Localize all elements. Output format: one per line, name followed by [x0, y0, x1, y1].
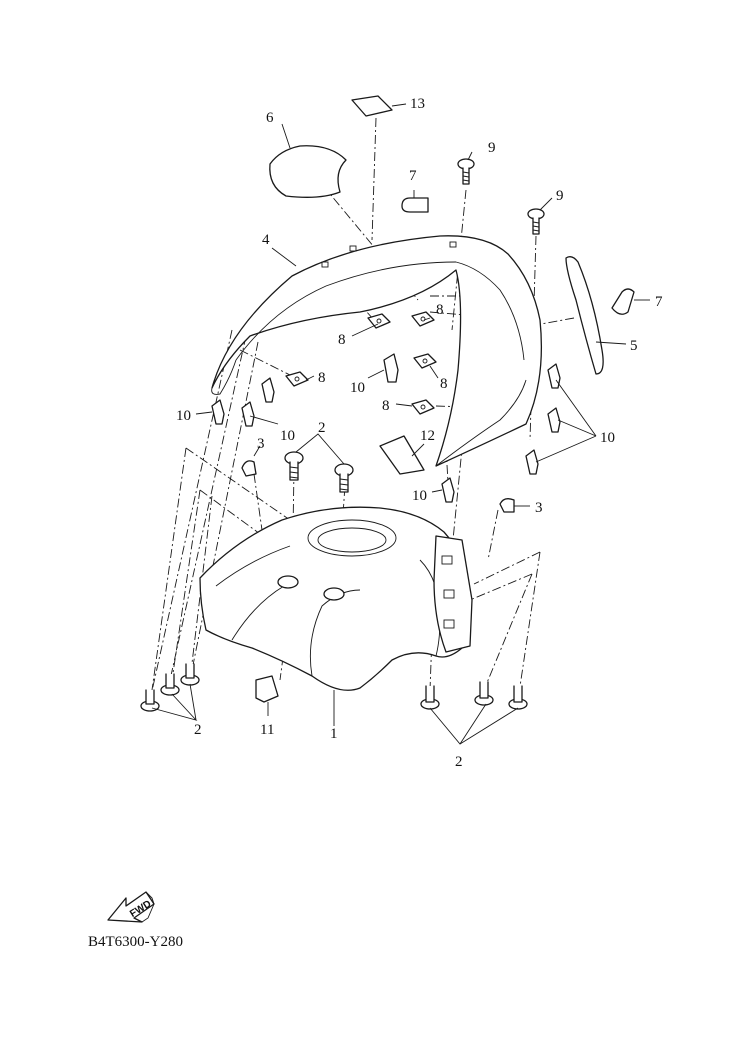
- callout-5: 5: [630, 338, 638, 354]
- callout-9-left: 9: [488, 140, 496, 156]
- callout-10-left: 10: [176, 408, 191, 424]
- callout-2-lower-right: 2: [455, 754, 463, 770]
- callout-8-e: 8: [382, 398, 390, 414]
- callout-8-a: 8: [338, 332, 346, 348]
- callout-4: 4: [262, 232, 270, 248]
- callout-9-right: 9: [556, 188, 564, 204]
- callout-1: 1: [330, 726, 338, 742]
- part-5-side-strip: [565, 256, 604, 375]
- diagram-code: B4T6300-Y280: [88, 934, 183, 950]
- callout-7-right: 7: [655, 294, 663, 310]
- part-7-tab-upper: [401, 197, 429, 213]
- part-3-grommet-left: [241, 460, 257, 477]
- part-12-sticker: [379, 435, 425, 475]
- part-8-nut-c: [413, 353, 437, 369]
- callout-6: 6: [266, 110, 274, 126]
- callout-8-d: 8: [440, 376, 448, 392]
- callout-7-upper: 7: [409, 168, 417, 184]
- part-9-screw-right: [527, 208, 545, 235]
- callout-12: 12: [420, 428, 435, 444]
- part-4-upper-cover: [211, 235, 542, 467]
- part-9-screw-left: [457, 158, 475, 185]
- part-8-nut-e: [411, 399, 435, 415]
- callout-3-right: 3: [535, 500, 543, 516]
- callout-10-lower: 10: [412, 488, 427, 504]
- part-8-nut-b: [411, 311, 435, 327]
- callout-10-middle: 10: [280, 428, 295, 444]
- part-2-bolts-lower-right: [420, 681, 528, 710]
- part-7-tab-right: [611, 288, 635, 315]
- part-8-nut-d: [285, 371, 309, 387]
- leader-lines: [151, 103, 650, 745]
- callout-2-lower-left: 2: [194, 722, 202, 738]
- callout-10-right: 10: [600, 430, 615, 446]
- part-1-main-cover: [199, 506, 473, 691]
- callout-numbers: 1 2 2 2 3 3 4 5 6 7 7 8 8 8 8 8 9 9 10 1…: [176, 96, 663, 770]
- part-3-grommet-right: [499, 498, 515, 513]
- callout-8-b: 8: [318, 370, 326, 386]
- part-13-sticker: [351, 95, 393, 117]
- part-8-nut-a: [367, 313, 391, 329]
- part-2-bolt-upper-b: [334, 463, 354, 493]
- callout-13: 13: [410, 96, 425, 112]
- callout-3-left: 3: [257, 436, 265, 452]
- part-2-bolts-lower-left: [140, 663, 200, 712]
- callout-2-upper: 2: [318, 420, 326, 436]
- callout-10-center: 10: [350, 380, 365, 396]
- part-11-bracket: [255, 675, 279, 703]
- callout-8-c: 8: [436, 302, 444, 318]
- fwd-arrow-icon: FWD: [107, 891, 155, 923]
- part-6-cover: [269, 145, 347, 198]
- callout-11: 11: [260, 722, 274, 738]
- part-2-bolt-upper-a: [284, 451, 304, 481]
